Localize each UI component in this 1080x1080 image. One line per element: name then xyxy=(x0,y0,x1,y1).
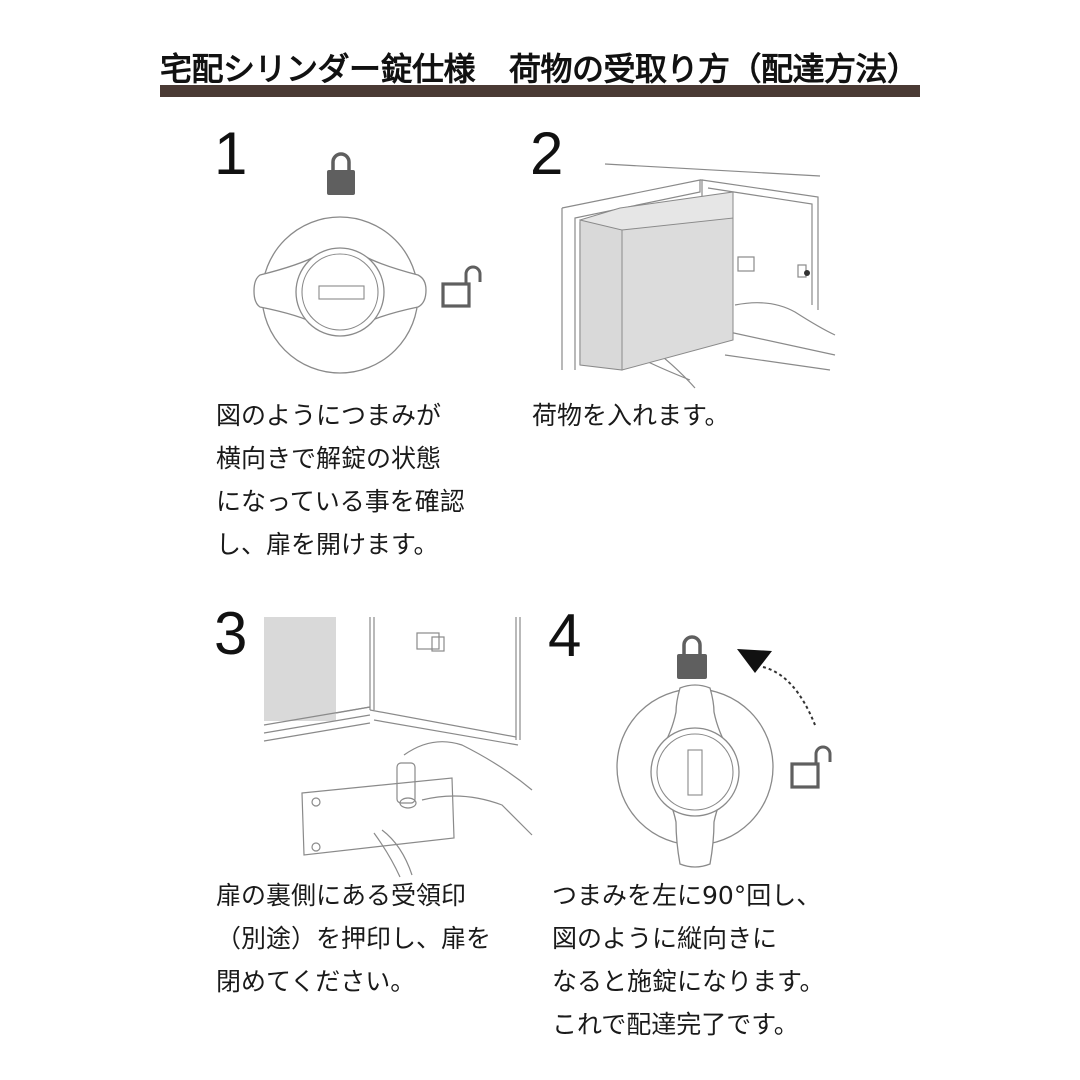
step-2-number: 2 xyxy=(530,120,564,187)
step-4-number: 4 xyxy=(548,602,582,669)
step-3-number: 3 xyxy=(214,600,248,667)
rotate-arrow-icon xyxy=(737,649,816,726)
page-title: 宅配シリンダー錠仕様荷物の受取り方（配達方法） xyxy=(160,44,919,90)
title-product: 宅配シリンダー錠仕様 xyxy=(160,50,476,88)
step-4-description: つまみを左に90°回し、 図のように縦向きに なると施錠になります。 これで配達… xyxy=(552,881,825,1039)
title-instructions: 荷物の受取り方（配達方法） xyxy=(509,50,919,88)
stamp-receipt-illustration xyxy=(263,617,533,878)
thumb-turn-horizontal-icon xyxy=(253,216,427,374)
step-2-description: 荷物を入れます。 xyxy=(532,401,730,430)
step-1-description: 図のようにつまみが 横向きで解錠の状態 になっている事を確認 し、扉を開けます。 xyxy=(216,401,465,559)
thumb-turn-vertical-icon xyxy=(616,684,774,868)
step-3-description: 扉の裏側にある受領印 （別途）を押印し、扉を 閉めてください。 xyxy=(216,881,492,996)
lock-closed-icon xyxy=(677,635,707,679)
lock-closed-icon xyxy=(327,152,355,195)
step-1-number: 1 xyxy=(214,120,248,187)
title-divider xyxy=(160,85,920,97)
lock-open-icon xyxy=(441,265,482,308)
package-delivery-illustration xyxy=(561,163,836,389)
lock-open-icon xyxy=(790,745,832,789)
